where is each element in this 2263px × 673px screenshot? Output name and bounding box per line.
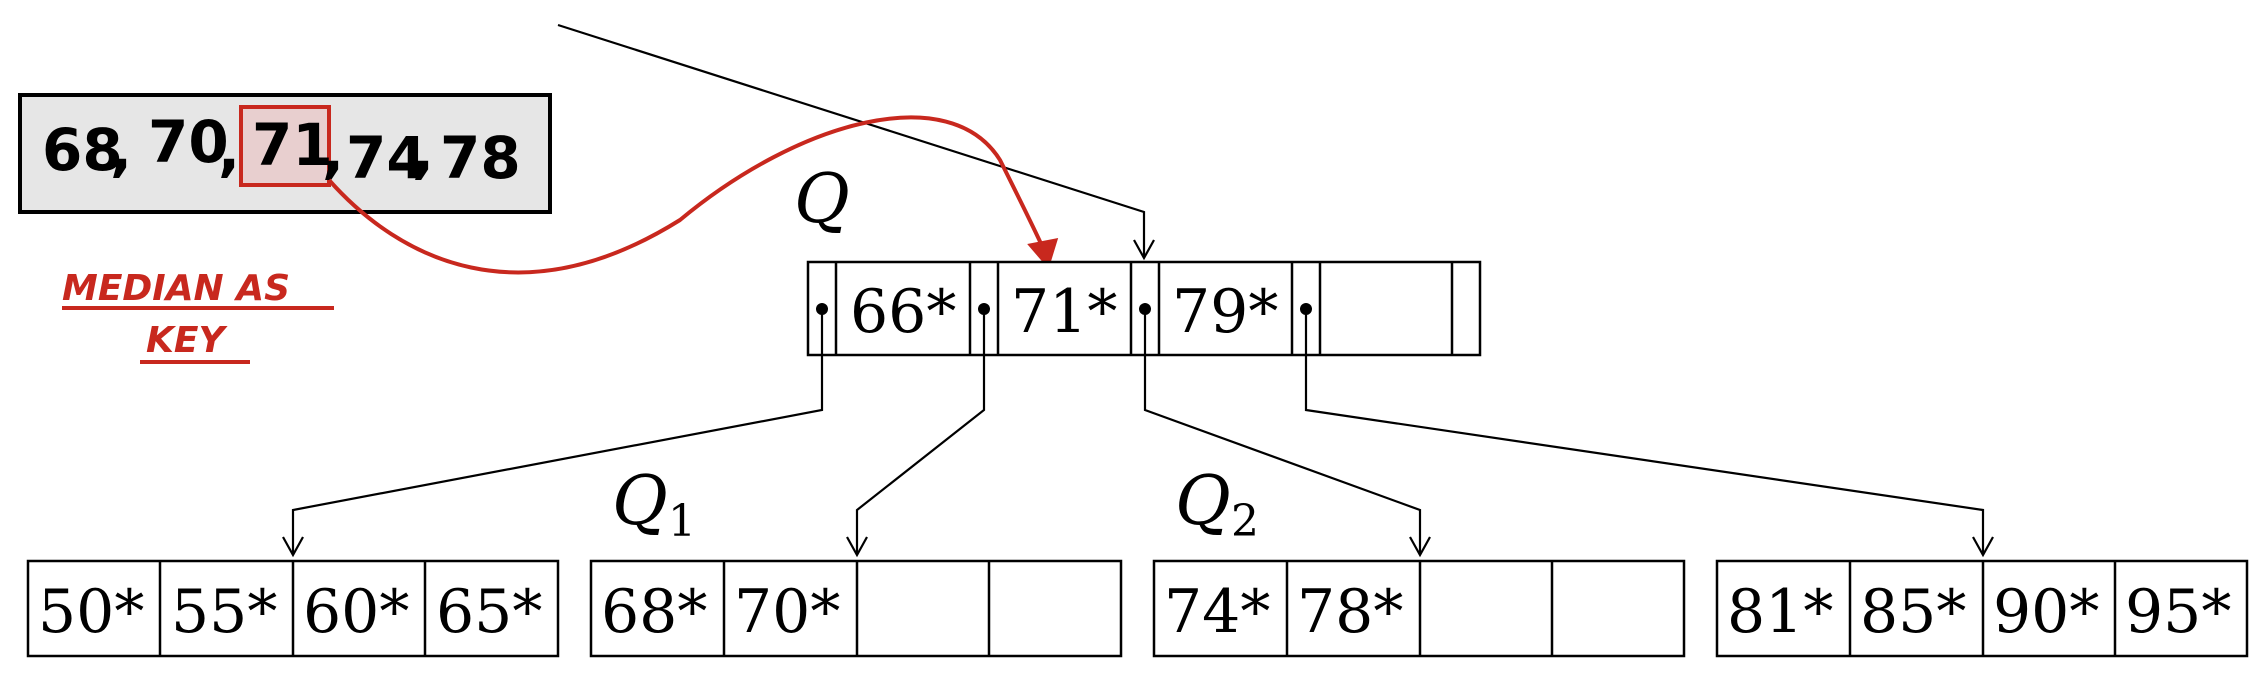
sequence-key-3: 74 xyxy=(346,124,427,192)
leaf-0-key-1: 55* xyxy=(171,577,277,647)
child-pointer-leaf-0-head xyxy=(282,536,304,558)
sequence-key-2: 71 xyxy=(252,111,333,179)
leaf-node-1: 68* 70* xyxy=(589,559,1123,658)
child-pointer-leaf-0 xyxy=(291,309,824,555)
median-promotion-arrowhead xyxy=(1027,238,1059,270)
leaf-3-key-0: 81* xyxy=(1727,577,1833,647)
leaf-label-letter: Q xyxy=(1175,462,1231,541)
leaf-2-key-1: 78* xyxy=(1297,577,1403,647)
sequence-sep-3: , xyxy=(412,118,434,186)
root-key-0: 66* xyxy=(850,277,956,347)
leaf-1-key-1: 70* xyxy=(734,577,840,647)
leaf-3-key-2: 90* xyxy=(1993,577,2099,647)
sequence-key-0: 68 xyxy=(42,116,123,184)
leaf-node-2: 74* 78* xyxy=(1152,559,1686,658)
annotation-line-1: MEDIAN AS xyxy=(62,268,290,309)
leaf-3-key-1: 85* xyxy=(1860,577,1966,647)
child-pointer-leaf-3-head xyxy=(1972,536,1994,558)
child-pointer-leaf-3 xyxy=(1304,309,1985,555)
leaf-node-3: 81* 85* 90* 95* xyxy=(1715,559,2249,658)
leaf-3-key-3: 95* xyxy=(2125,577,2231,647)
child-pointer-leaf-1 xyxy=(855,309,986,555)
median-highlight-box xyxy=(239,105,331,187)
parent-pointer-arrow xyxy=(557,23,1146,258)
leaf-label-subscript: 2 xyxy=(1231,496,1259,547)
leaf-node-0: 50* 55* 60* 65* xyxy=(26,559,560,658)
leaf-0-key-3: 65* xyxy=(436,577,542,647)
root-key-1: 71* xyxy=(1011,277,1117,347)
sequence-sep-0: , xyxy=(110,116,132,184)
median-promotion-arrow xyxy=(327,115,1048,275)
leaf-label-subscript: 1 xyxy=(668,496,696,547)
child-pointers xyxy=(282,309,1994,558)
leaf-0-key-0: 50* xyxy=(38,577,144,647)
sequence-key-1: 70 xyxy=(148,108,229,176)
annotation-line-2: KEY xyxy=(146,320,228,361)
leaf-1-key-0: 68* xyxy=(601,577,707,647)
child-pointer-leaf-2 xyxy=(1143,309,1422,555)
median-as-key-annotation: MEDIAN AS KEY xyxy=(62,268,334,364)
root-node-label: Q xyxy=(794,160,850,239)
child-pointer-leaf-2-head xyxy=(1409,536,1431,558)
leaf-2-key-0: 74* xyxy=(1164,577,1270,647)
child-pointer-leaf-1-head xyxy=(846,536,868,558)
parent-pointer-arrowhead xyxy=(1133,239,1155,261)
leaf-0-key-2: 60* xyxy=(303,577,409,647)
root-key-2: 79* xyxy=(1172,277,1278,347)
sequence-key-4: 78 xyxy=(440,124,521,192)
sequence-box: 68 , 70 , 71 , 74 , 78 xyxy=(18,93,552,214)
leaf-label-letter: Q xyxy=(612,462,668,541)
sequence-sep-2: , xyxy=(322,118,344,186)
leaf-label-q1: Q 1 xyxy=(612,462,696,547)
sequence-sep-1: , xyxy=(218,116,240,184)
leaf-label-q2: Q 2 xyxy=(1175,462,1259,547)
